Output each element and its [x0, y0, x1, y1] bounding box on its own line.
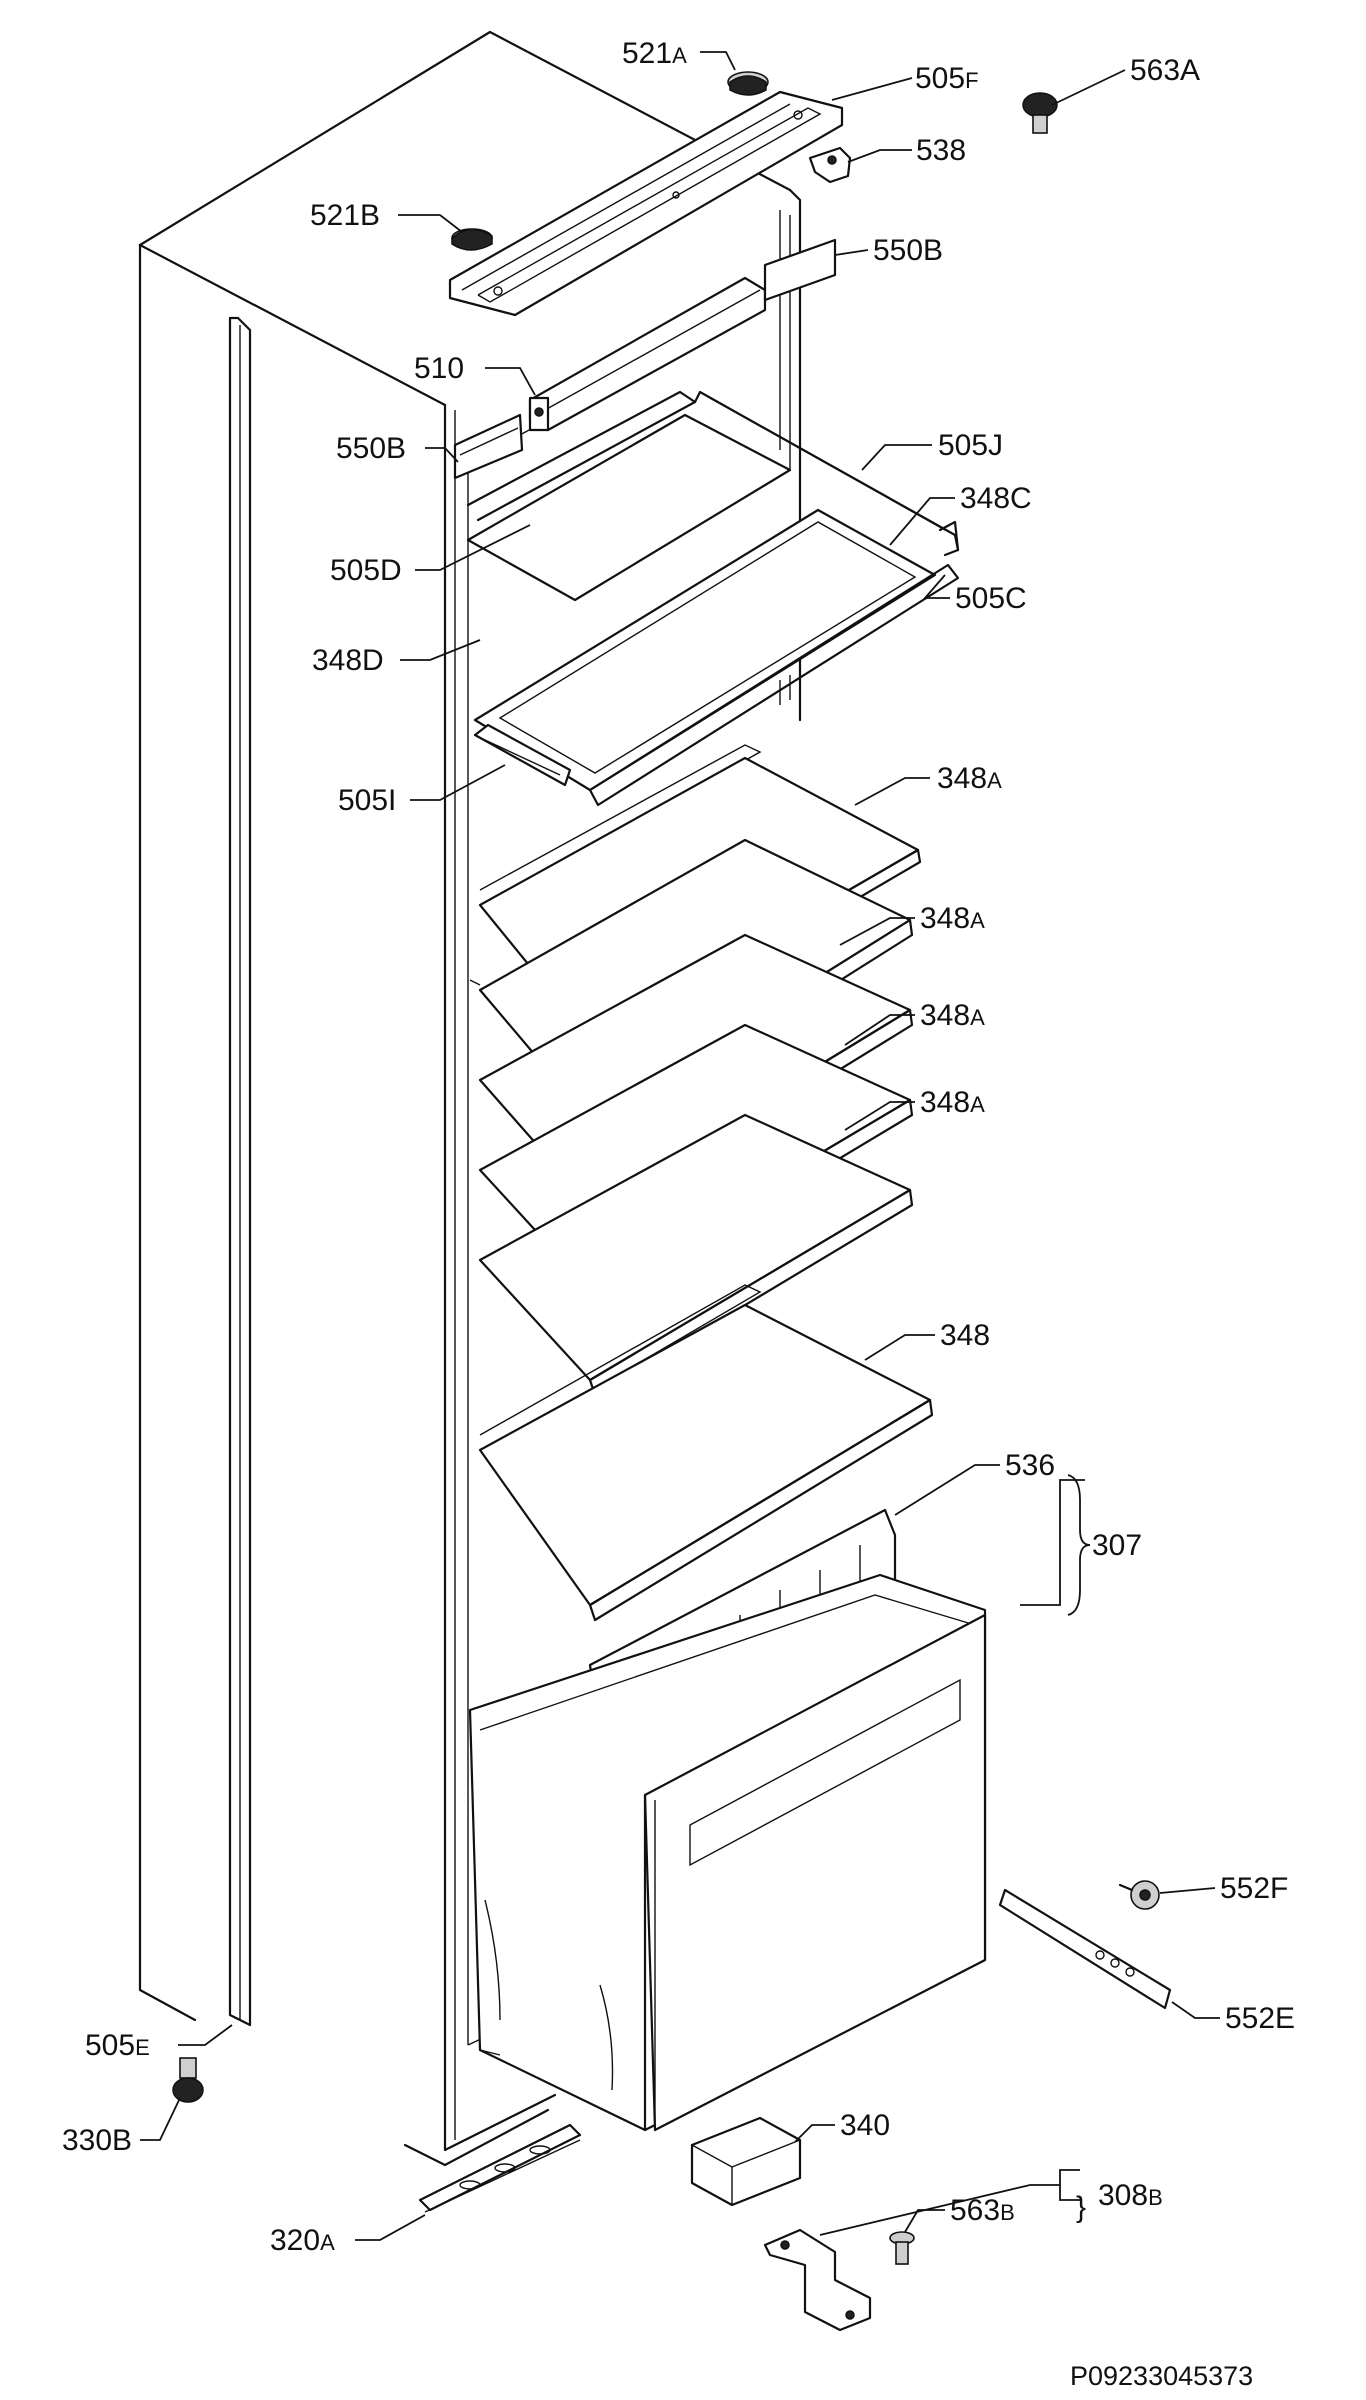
callout-505D: 505D — [330, 554, 402, 587]
part-563A — [1022, 92, 1058, 134]
hinge-bar-505F — [448, 90, 844, 317]
callout-348C: 348C — [960, 482, 1032, 515]
callout-348: 348 — [940, 1319, 990, 1352]
bracket-550B-right — [763, 238, 837, 302]
callout-348A-4: 348A — [920, 1086, 985, 1119]
rail-505D — [466, 390, 697, 522]
callout-536: 536 — [1005, 1449, 1055, 1482]
callout-505E: 505E — [85, 2029, 150, 2062]
rail-552E — [998, 1888, 1172, 2010]
callout-521B: 521B — [310, 199, 380, 232]
callout-538: 538 — [916, 134, 966, 167]
glass-348C — [466, 413, 792, 602]
callout-550B-left: 550B — [336, 432, 406, 465]
callout-348A-2: 348A — [920, 902, 985, 935]
bracket-320A — [418, 2123, 582, 2213]
screw-563B — [889, 2231, 915, 2265]
callout-521A: 521A — [622, 37, 687, 70]
trim-505C — [588, 563, 960, 807]
leader-lines — [140, 51, 1220, 2241]
callout-563B: 563B — [950, 2194, 1015, 2227]
callout-505I: 505I — [338, 784, 396, 817]
part-552F — [1118, 1880, 1160, 1910]
callout-340: 340 — [840, 2109, 890, 2142]
callout-552E: 552E — [1225, 2002, 1295, 2035]
trim-505I — [473, 723, 572, 787]
callout-505J: 505J — [938, 429, 1003, 462]
callout-348A-1: 348A — [937, 762, 1002, 795]
part-538 — [808, 146, 852, 184]
light-cover-510 — [528, 276, 767, 432]
callout-labels: 521A 505F 563A 538 521B 550B 510 550B 50… — [62, 37, 1295, 2257]
drawer-307 — [468, 1573, 987, 2132]
box-340 — [690, 2116, 802, 2207]
bracket-550B-left — [453, 413, 524, 480]
brace-308B: } — [1076, 2191, 1086, 2224]
part-521B — [451, 228, 493, 251]
shelf-348 — [478, 1284, 934, 1622]
hinge-308B — [763, 2228, 872, 2332]
callout-510: 510 — [414, 352, 464, 385]
part-521A — [727, 71, 769, 96]
callout-552F: 552F — [1220, 1872, 1288, 1905]
callout-308B: 308B — [1098, 2179, 1163, 2212]
callout-320A: 320A — [270, 2224, 335, 2257]
callout-505C: 505C — [955, 582, 1027, 615]
group-braces: } — [1067, 1474, 1091, 2224]
rail-505J — [693, 390, 960, 557]
door-seal-505E — [228, 316, 252, 2027]
foot-330B — [172, 2057, 204, 2103]
callout-330B: 330B — [62, 2124, 132, 2157]
callout-307: 307 — [1092, 1529, 1142, 1562]
callout-348A-3: 348A — [920, 999, 985, 1032]
drawing-number: P09233045373 — [1070, 2361, 1253, 2391]
callout-563A: 563A — [1130, 54, 1200, 87]
callout-505F: 505F — [915, 62, 979, 95]
callout-348D: 348D — [312, 644, 384, 677]
callout-550B-right: 550B — [873, 234, 943, 267]
